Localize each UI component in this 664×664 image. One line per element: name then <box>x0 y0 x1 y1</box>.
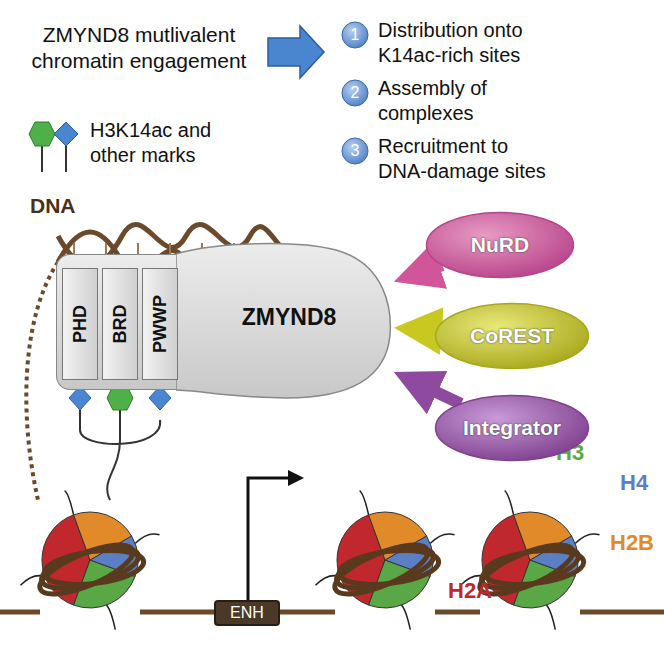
tss-arrowhead <box>288 470 304 486</box>
step-text: Distribution onto K14ac-rich sites <box>378 18 548 68</box>
enhancer-name: ENH <box>224 602 270 624</box>
domain-name: PWWP <box>150 295 171 353</box>
recruit-arrow <box>406 329 437 331</box>
reader-domain: PHD <box>62 268 98 380</box>
label: H4 <box>620 470 648 496</box>
label: DNA <box>30 194 76 218</box>
nucleosome <box>460 490 599 629</box>
reader-domain: BRD <box>102 268 138 380</box>
nucleosome <box>20 490 159 629</box>
numbered-step: 1 Distribution onto K14ac-rich sites <box>340 18 640 72</box>
enhancer-box: ENH <box>214 600 280 626</box>
label: H2B <box>610 530 654 556</box>
legend-sample <box>24 116 84 176</box>
dotted-dna <box>26 262 58 500</box>
callout-number: 3 <box>340 136 370 166</box>
complex-name: CoREST <box>470 324 554 348</box>
callout-number: 1 <box>340 20 370 50</box>
legend: H3K14ac and other marks <box>24 116 264 176</box>
numbered-step: 3 Recruitment to DNA-damage sites <box>340 134 640 188</box>
callout-number: 2 <box>340 78 370 108</box>
step-text: Recruitment to DNA-damage sites <box>378 134 548 184</box>
protein-body: ZMYND8 <box>176 240 392 400</box>
complex-name: NuRD <box>471 233 529 257</box>
linker-dna <box>0 610 664 615</box>
complex-ellipse: CoREST <box>434 302 590 370</box>
nucleosome <box>315 490 454 629</box>
numbered-step: 2 Assembly of complexes <box>340 76 640 130</box>
recruit-arrow <box>405 265 442 278</box>
complex-ellipse: NuRD <box>425 211 575 279</box>
domain-name: BRD <box>110 305 131 344</box>
recruit-arrow <box>405 377 461 404</box>
title: ZMYND8 mutlivalent chromatin engagement <box>14 22 264 75</box>
label: H2A <box>448 578 492 604</box>
step-text: Assembly of complexes <box>378 76 548 126</box>
reader-domain: PWWP <box>142 268 178 380</box>
complex-name: Integrator <box>463 416 561 440</box>
process-arrow <box>268 26 324 78</box>
legend-text: H3K14ac and other marks <box>90 118 240 168</box>
domain-name: PHD <box>70 305 91 343</box>
protein-name: ZMYND8 <box>196 304 382 331</box>
complex-ellipse: Integrator <box>434 394 590 462</box>
histone-tail <box>80 410 160 500</box>
tss-arrow <box>248 478 290 610</box>
